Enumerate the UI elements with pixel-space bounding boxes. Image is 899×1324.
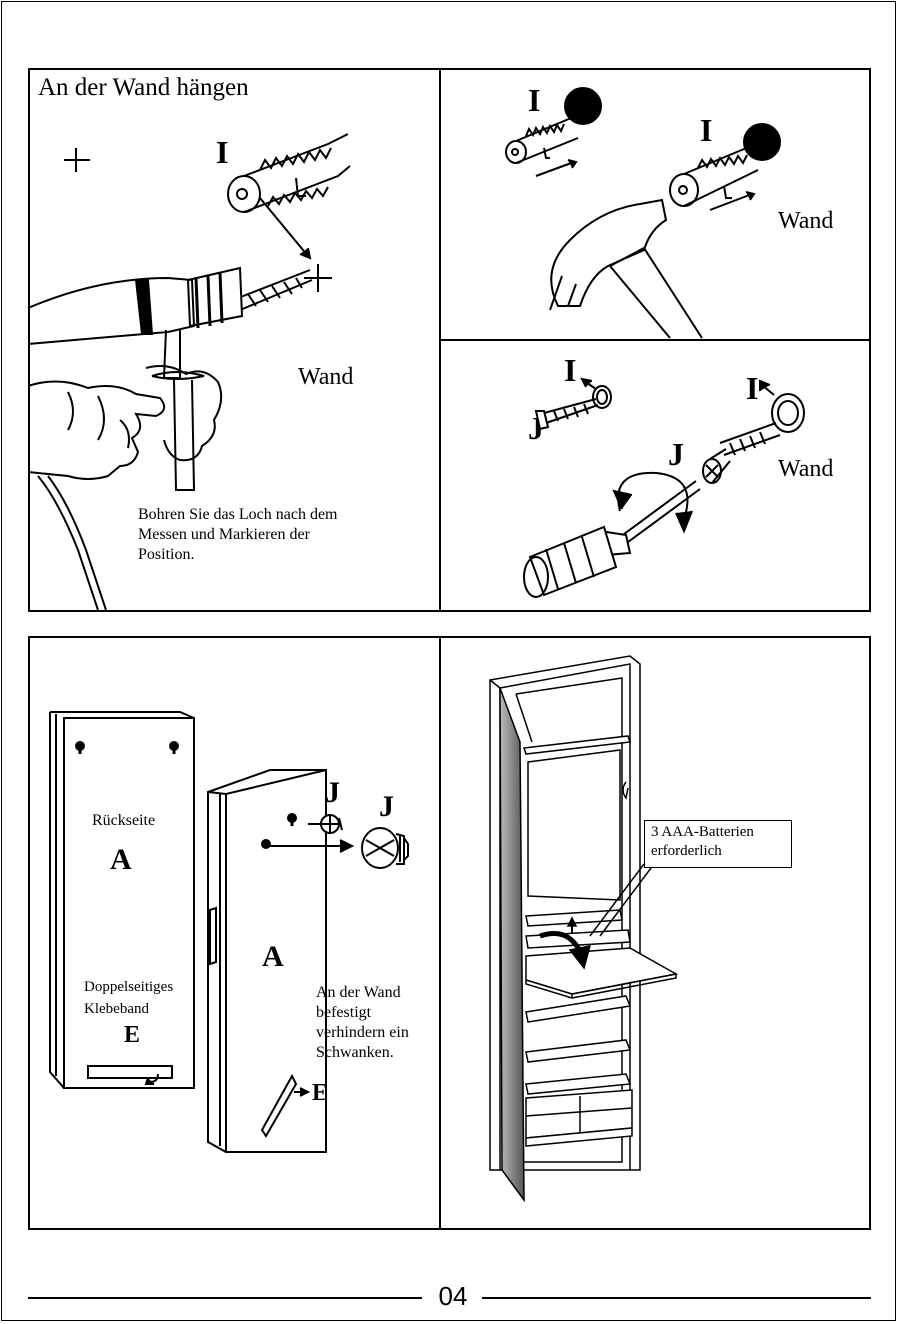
stability-note: An der Wand befestigt verhindern ein Sch… xyxy=(316,983,409,1063)
section-title: An der Wand hängen xyxy=(38,74,249,102)
screw-icon xyxy=(362,828,408,868)
battery-callout: 3 AAA-Batterien erforderlich xyxy=(644,820,792,868)
screw-illustration xyxy=(440,341,870,609)
hammer-illustration xyxy=(440,70,870,338)
screwdriver-icon xyxy=(524,481,700,597)
screw-icon xyxy=(536,379,611,429)
screw-letter-j-1: J xyxy=(325,776,340,810)
wall-plug-icon xyxy=(228,134,350,212)
screw-icon xyxy=(703,381,804,483)
tape-letter-e: E xyxy=(124,1022,140,1049)
open-cabinet-illustration xyxy=(440,650,870,1220)
screw-letter-j-2: J xyxy=(379,790,394,824)
tape-letter-e-side: E xyxy=(312,1080,328,1107)
drill-illustration xyxy=(28,130,438,610)
tape-label: Doppelseitiges Klebeband xyxy=(84,976,173,1020)
panel-letter-a: A xyxy=(110,843,132,877)
cabinet-back-illustration xyxy=(30,700,440,1170)
panel-letter-a-side: A xyxy=(262,940,284,974)
page-number: 04 xyxy=(420,1281,486,1312)
wall-plug-icon xyxy=(506,116,578,176)
back-side-label: Rückseite xyxy=(92,810,155,832)
footer-line-left xyxy=(28,1297,422,1299)
wall-plug-icon xyxy=(670,144,758,210)
footer-line-right xyxy=(482,1297,871,1299)
